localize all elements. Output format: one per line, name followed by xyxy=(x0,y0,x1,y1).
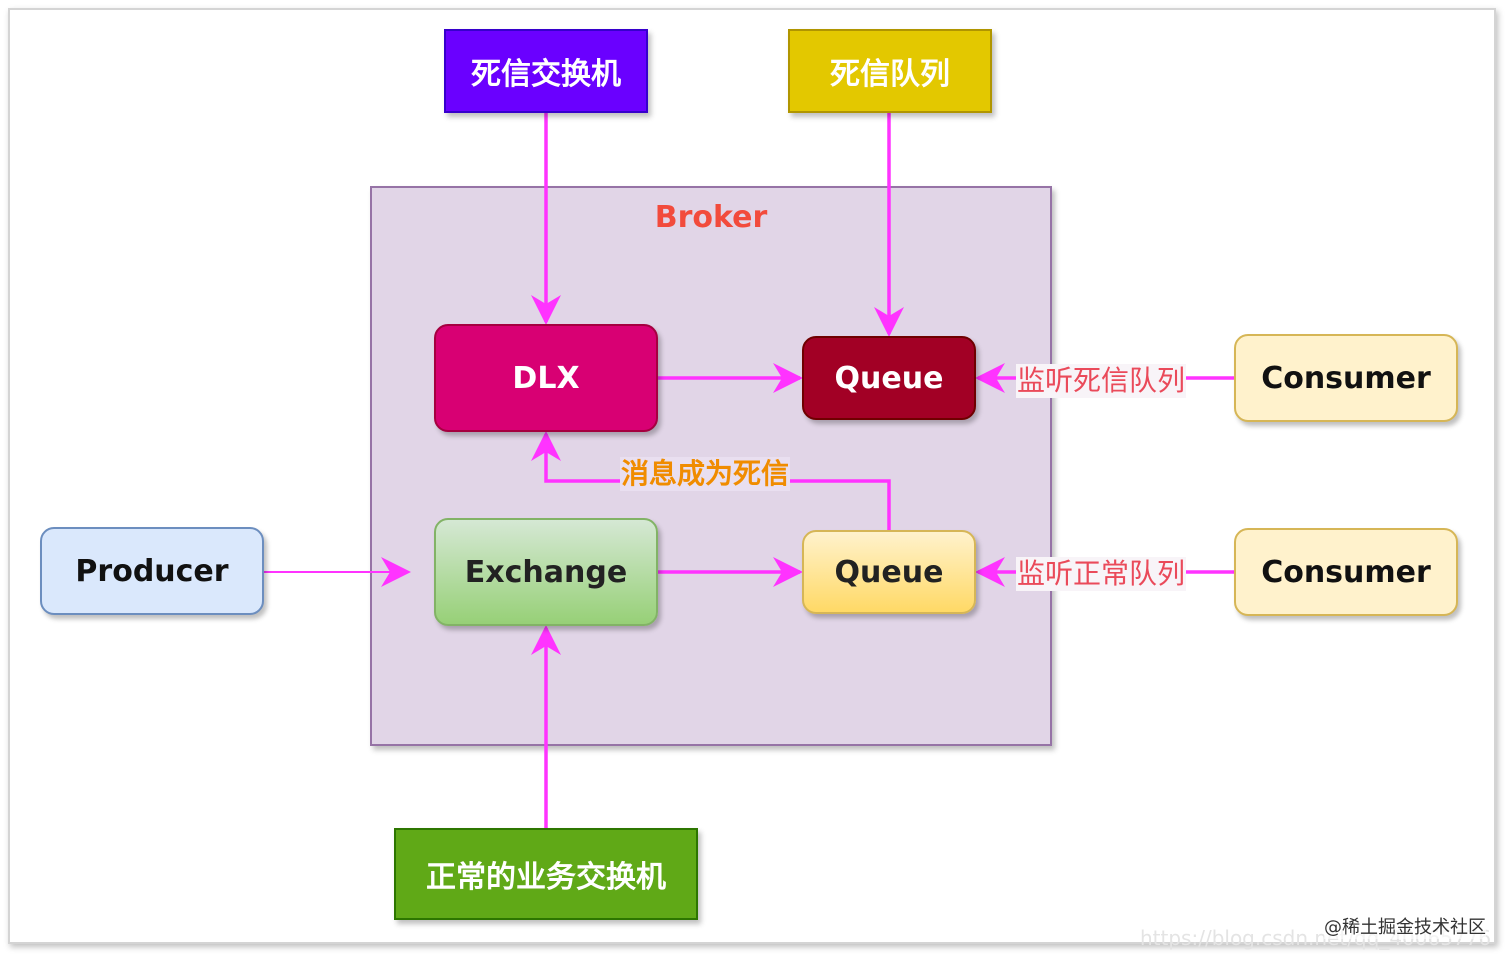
normal-queue-node: Queue xyxy=(802,530,976,614)
dead-letter-queue-node: 死信队列 xyxy=(788,29,992,113)
dead-queue-label: Queue xyxy=(834,360,944,396)
consumer-dead-node: Consumer xyxy=(1234,334,1458,422)
normal-queue-label: Queue xyxy=(834,554,944,590)
producer-node: Producer xyxy=(40,527,264,615)
dead-letter-exchange-node: 死信交换机 xyxy=(444,29,648,113)
business-exchange-node: 正常的业务交换机 xyxy=(394,828,698,920)
consumer-normal-node: Consumer xyxy=(1234,528,1458,616)
edge-label-listen-dead: 监听死信队列 xyxy=(1016,364,1187,398)
exchange-node: Exchange xyxy=(434,518,658,626)
broker-label: Broker xyxy=(654,200,768,235)
business-exchange-label: 正常的业务交换机 xyxy=(426,860,666,895)
dead-letter-queue-label: 死信队列 xyxy=(830,57,950,92)
dlx-node: DLX xyxy=(434,324,658,432)
consumer-dead-label: Consumer xyxy=(1261,360,1431,396)
dlx-label: DLX xyxy=(512,360,580,396)
site-watermark: @稀土掘金技术社区 xyxy=(1324,913,1486,939)
dead-queue-node: Queue xyxy=(802,336,976,420)
edge-label-becomes-dead: 消息成为死信 xyxy=(620,457,791,491)
edge-label-listen-normal: 监听正常队列 xyxy=(1016,557,1187,591)
dead-letter-exchange-label: 死信交换机 xyxy=(471,57,621,92)
consumer-normal-label: Consumer xyxy=(1261,554,1431,590)
producer-label: Producer xyxy=(75,553,229,589)
exchange-label: Exchange xyxy=(464,554,628,590)
